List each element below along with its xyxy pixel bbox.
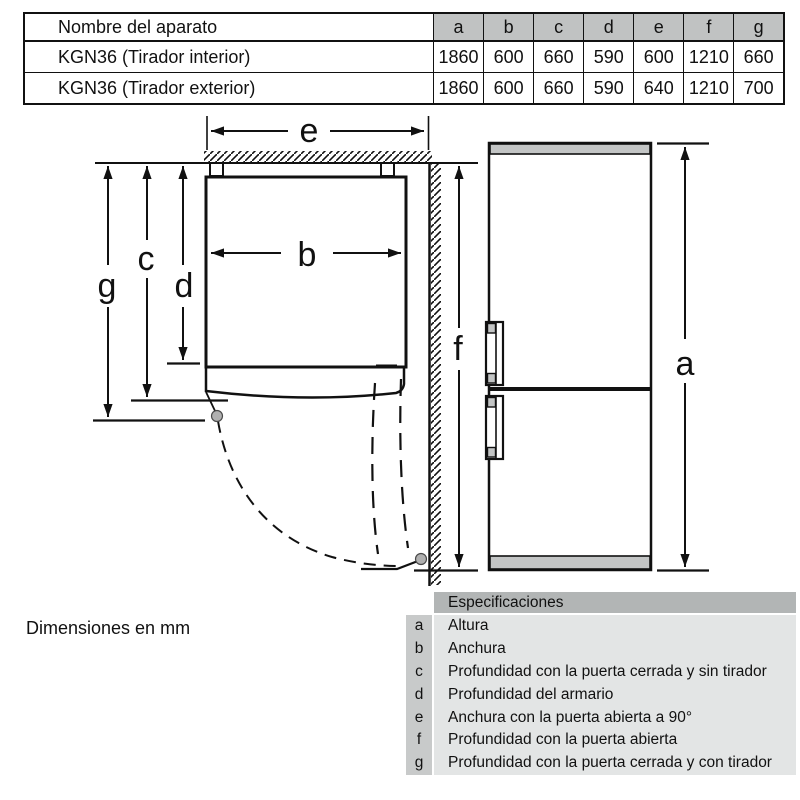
legend-key: d <box>406 683 432 707</box>
fridge-front-view-body <box>487 141 653 572</box>
door-open-bottom-edge <box>361 559 419 571</box>
fridge-top-panel <box>489 143 651 155</box>
wall-side-hatch <box>431 163 441 585</box>
wall-spacer-right <box>380 162 395 177</box>
dimension-g: g <box>90 166 205 422</box>
dim-label-f: f <box>453 330 463 368</box>
legend-description: Profundidad con la puerta cerrada y con … <box>434 752 796 776</box>
legend: Especificaciones a Altura b Anchura c Pr… <box>406 592 796 776</box>
top-view <box>95 151 478 586</box>
legend-description: Profundidad con la puerta cerrada y sin … <box>434 660 796 684</box>
fridge-base-plinth <box>489 555 651 570</box>
table-header-b: b <box>483 12 535 42</box>
legend-key: b <box>406 637 432 661</box>
legend-item: b Anchura <box>406 637 796 661</box>
lower-door-handle <box>484 394 505 461</box>
front-view <box>484 141 653 572</box>
value-d: 590 <box>583 40 635 73</box>
door-open-inner-edge <box>371 382 380 555</box>
legend-item: d Profundidad del armario <box>406 683 796 707</box>
value-c: 660 <box>533 72 585 105</box>
legend-description: Anchura <box>434 637 796 661</box>
dim-label-e: e <box>300 112 319 150</box>
upper-door-handle <box>484 320 505 387</box>
table-header-e: e <box>633 12 685 42</box>
value-e: 640 <box>633 72 685 105</box>
dimension-d: d <box>165 166 201 365</box>
legend-key: g <box>406 752 432 776</box>
value-f: 1210 <box>683 40 735 73</box>
dimensions-table: Nombre del aparato a b c d e f g KGN36 (… <box>23 12 785 105</box>
table-header-c: c <box>533 12 585 42</box>
legend-item: f Profundidad con la puerta abierta <box>406 729 796 753</box>
dimension-c: c <box>129 166 228 402</box>
dim-label-b: b <box>298 236 317 274</box>
table-row: KGN36 (Tirador exterior) 1860 600 660 59… <box>23 72 785 105</box>
table-header-f: f <box>683 12 735 42</box>
door-open-outer-edge <box>399 378 410 549</box>
table-header-name: Nombre del aparato <box>23 12 434 42</box>
units-footnote: Dimensiones en mm <box>26 618 191 638</box>
value-f: 1210 <box>683 72 735 105</box>
table-header-row: Nombre del aparato a b c d e f g <box>23 12 785 42</box>
legend-item: e Anchura con la puerta abierta a 90° <box>406 706 796 730</box>
dimension-b: b <box>211 234 401 274</box>
legend-description: Anchura con la puerta abierta a 90° <box>434 706 796 730</box>
table-header-g: g <box>733 12 785 42</box>
wall-top-hatch <box>204 151 432 163</box>
legend-key: c <box>406 660 432 684</box>
door-corner-link <box>205 391 217 414</box>
legend-key: f <box>406 729 432 753</box>
legend-item: a Altura <box>406 615 796 638</box>
legend-item: g Profundidad con la puerta cerrada y co… <box>406 752 796 776</box>
handle-pivot-dot-open <box>414 552 428 566</box>
door-swing-arc <box>217 420 399 567</box>
fridge-top-view-body <box>204 175 408 369</box>
legend-header: Especificaciones <box>434 592 796 613</box>
value-b: 600 <box>483 40 535 73</box>
dim-label-d: d <box>175 267 194 305</box>
wall-spacer-left <box>209 162 224 177</box>
table-header-d: d <box>583 12 635 42</box>
dim-label-a: a <box>676 345 695 383</box>
dim-label-c: c <box>138 240 155 278</box>
value-g: 700 <box>733 72 785 105</box>
table-row: KGN36 (Tirador interior) 1860 600 660 59… <box>23 40 785 73</box>
door-closed-outline <box>204 367 406 399</box>
dimension-a: a <box>657 142 709 572</box>
legend-key: a <box>406 615 432 638</box>
legend-description: Profundidad del armario <box>434 683 796 707</box>
dimension-e: e <box>206 112 430 150</box>
value-b: 600 <box>483 72 535 105</box>
model-name: KGN36 (Tirador exterior) <box>23 72 434 105</box>
legend-description: Profundidad con la puerta abierta <box>434 729 796 753</box>
dim-label-g: g <box>98 267 117 305</box>
legend-description: Altura <box>434 615 796 638</box>
model-name: KGN36 (Tirador interior) <box>23 40 434 73</box>
legend-key: e <box>406 706 432 730</box>
handle-pivot-dot-closed <box>210 409 224 423</box>
value-e: 600 <box>633 40 685 73</box>
dimension-f: f <box>414 166 478 572</box>
legend-item: c Profundidad con la puerta cerrada y si… <box>406 660 796 684</box>
value-g: 660 <box>733 40 785 73</box>
